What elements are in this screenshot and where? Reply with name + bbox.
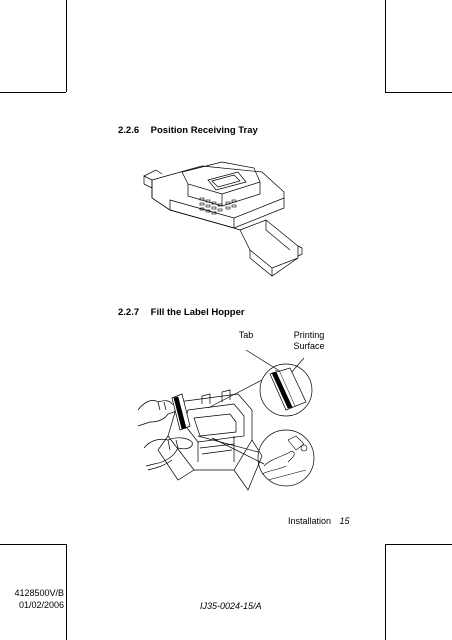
crop-mark-top-left-horizontal (0, 92, 66, 93)
page-number: 15 (339, 516, 350, 526)
label-hopper-illustration (137, 349, 315, 491)
crop-mark-top-right-vertical (385, 0, 386, 92)
crop-mark-bottom-left-vertical (66, 544, 67, 640)
printing-surface-line2: Surface (293, 341, 325, 351)
printing-surface-line1: Printing (293, 330, 325, 340)
tab-label: Tab (238, 330, 254, 340)
section-heading-label-hopper: 2.2.7 Fill the Label Hopper (118, 307, 245, 318)
crop-mark-bottom-left-horizontal (0, 544, 66, 545)
section-heading-receiving-tray: 2.2.6 Position Receiving Tray (118, 125, 258, 136)
crop-mark-top-right-horizontal (385, 92, 452, 93)
section-title: Fill the Label Hopper (150, 307, 245, 318)
drawing-reference: IJ35-0024-15/A (200, 601, 262, 611)
document-date: 01/02/2006 (18, 600, 64, 610)
section-number: 2.2.7 (118, 307, 140, 318)
crop-mark-bottom-right-horizontal (385, 544, 452, 545)
mailing-machine-illustration (143, 161, 303, 277)
crop-mark-top-left-vertical (66, 0, 67, 92)
label-sheet-detail (269, 367, 307, 411)
printing-surface-label: Printing Surface (284, 330, 334, 352)
section-number: 2.2.6 (118, 125, 140, 136)
section-title: Position Receiving Tray (150, 125, 258, 136)
crop-mark-bottom-right-vertical (385, 544, 386, 640)
running-footer: Installation 15 (288, 516, 350, 526)
document-id: 4128500V/B (14, 588, 64, 598)
chapter-name: Installation (288, 516, 332, 526)
